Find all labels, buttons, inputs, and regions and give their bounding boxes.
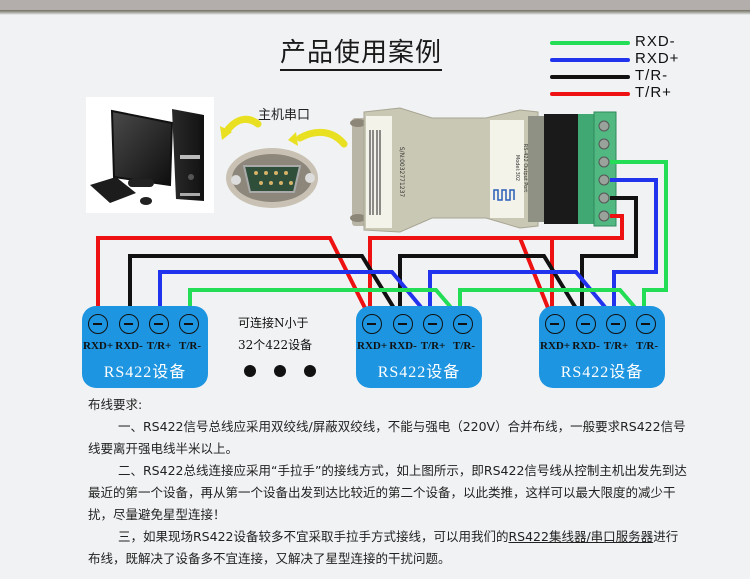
device-name: RS422设备 [560, 364, 644, 381]
pin-label: RXD- [115, 340, 143, 352]
wire-rxd-plus-host [610, 178, 658, 318]
host-serial-port-image [226, 148, 318, 208]
legend-label: RXD+ [635, 50, 680, 67]
chain-note-line2: 32个422设备 [238, 338, 313, 352]
rs422-device-3: RXD+ RXD- T/R+ T/R- RS422设备 [539, 306, 665, 388]
requirements-heading: 布线要求: [88, 397, 143, 412]
legend-swatch [550, 92, 630, 96]
pin-label: RXD- [389, 340, 417, 352]
wire-red-d2-d3-diag [518, 237, 554, 319]
requirement-3-text-end: 进行布线，既解决了设备多不宜连接，又解决了星型连接的干扰问题。 [88, 529, 679, 566]
arrow-right-icon [296, 128, 348, 148]
mouse-icon [140, 197, 152, 205]
pin-label: RXD+ [357, 340, 388, 352]
terminal-icon [636, 314, 656, 334]
terminal-icon [453, 314, 473, 334]
device-name: RS422设备 [103, 364, 187, 381]
requirement-1: 一、RS422信号总线应采用双绞线/屏蔽双绞线，不能与强电（220V）合并布线，… [88, 419, 686, 456]
terminal-icon [423, 314, 443, 334]
wire-black-d1-d2 [128, 254, 402, 320]
dot-icon [244, 365, 256, 377]
pin-label: RXD+ [83, 340, 114, 352]
host-port-label: 主机串口 [258, 108, 311, 123]
wire-rxd-minus-host [610, 160, 668, 318]
keyboard-icon [90, 177, 136, 203]
requirement-3-text: 三，如果现场RS422设备较多不宜采取手拉手方式接线，可以用我们的 [118, 529, 509, 544]
pin-label: T/R+ [420, 340, 446, 352]
pin-label: T/R+ [146, 340, 172, 352]
legend-label: RXD- [635, 33, 676, 50]
rs422-device-1: RXD+ RXD- T/R+ T/R- RS422设备 [82, 306, 208, 388]
pin-label: T/R- [636, 340, 658, 352]
converter-port: RS-422 Output Port [522, 144, 528, 192]
legend-item-rxd-minus: RXD- [546, 33, 746, 51]
top-bar [0, 0, 750, 10]
pin-label: RXD+ [540, 340, 571, 352]
rs232-rs422-converter-image [350, 107, 617, 233]
device-name: RS422设备 [377, 364, 461, 381]
legend-label: T/R+ [635, 84, 672, 101]
wiring-requirements: 布线要求: 一、RS422信号总线应采用双绞线/屏蔽双绞线，不能与强电（220V… [88, 394, 688, 570]
terminal-icon [606, 314, 626, 334]
terminal-icon [149, 314, 169, 334]
pin-label: T/R+ [603, 340, 629, 352]
legend-swatch [550, 58, 630, 62]
converter-serial: S/N:0032771237 [398, 147, 405, 198]
wire-green-d2-d3 [458, 288, 646, 320]
top-bar-shadow [0, 10, 750, 15]
wire-red-d1-d2 [96, 236, 372, 319]
pin-label: T/R- [179, 340, 201, 352]
legend-item-tr-plus: T/R+ [546, 84, 746, 102]
terminal-icon [393, 314, 413, 334]
ellipsis-dots [244, 365, 324, 379]
rs422-hub-link[interactable]: RS422集线器/串口服务器 [508, 529, 654, 544]
rs422-device-2: RXD+ RXD- T/R+ T/R- RS422设备 [356, 306, 482, 388]
terminal-icon [545, 314, 565, 334]
page-title: 产品使用案例 [280, 38, 443, 71]
legend-swatch [550, 75, 630, 79]
terminal-icon [88, 314, 108, 334]
requirement-3: 三，如果现场RS422设备较多不宜采取手拉手方式接线，可以用我们的RS422集线… [88, 526, 688, 570]
wire-blue-d2-d3 [428, 270, 616, 320]
pin-label: RXD- [572, 340, 600, 352]
pin-label: T/R- [453, 340, 475, 352]
legend-item-rxd-plus: RXD+ [546, 50, 746, 68]
dot-icon [274, 365, 286, 377]
terminal-icon [179, 314, 199, 334]
monitor-icon [110, 109, 174, 187]
terminal-icon [576, 314, 596, 334]
wire-green-d1-d2 [188, 288, 462, 320]
terminal-icon [362, 314, 382, 334]
wire-tr-plus-host [550, 214, 624, 318]
legend-swatch [550, 41, 630, 45]
chain-capacity-note: 可连接N小于 32个422设备 [238, 312, 312, 356]
requirement-2: 二、RS422总线连接应采用“手拉手”的接线方式，如上图所示，即RS422信号线… [88, 463, 687, 522]
wire-legend: RXD- RXD+ T/R- T/R+ [546, 33, 746, 102]
dot-icon [304, 365, 316, 377]
wire-black-d2-d3 [398, 254, 584, 320]
wire-blue-d1-d2 [158, 270, 432, 320]
legend-item-tr-minus: T/R- [546, 67, 746, 85]
host-computer-image [86, 97, 214, 213]
chain-note-line1: 可连接N小于 [238, 316, 309, 330]
terminal-icon [119, 314, 139, 334]
legend-label: T/R- [635, 67, 669, 84]
arrow-left-icon [222, 115, 262, 136]
converter-model: Model:302 [514, 155, 520, 181]
